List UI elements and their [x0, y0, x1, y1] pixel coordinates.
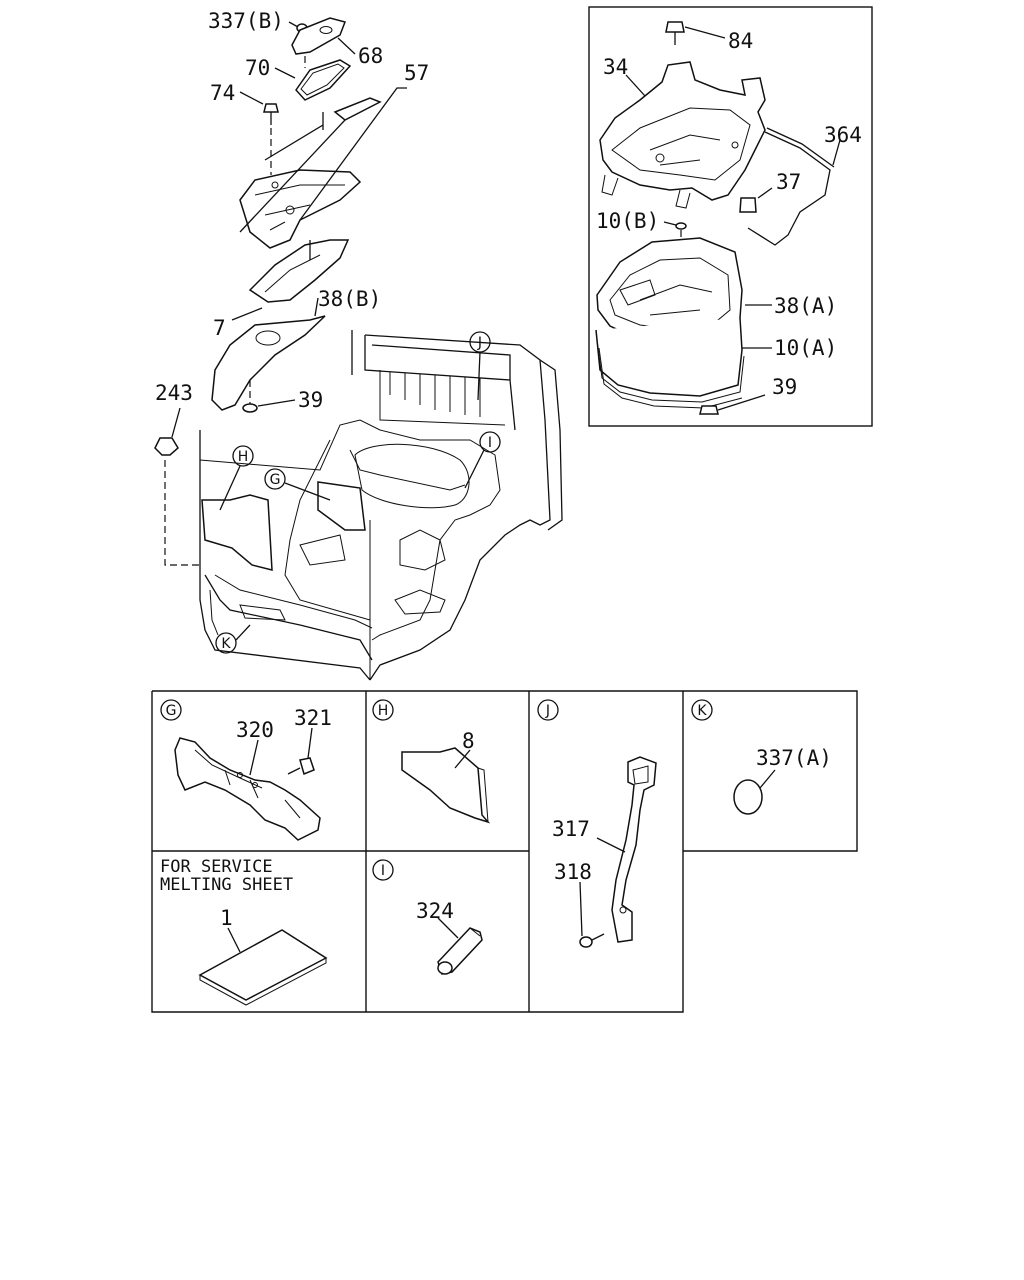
panel-h: H 8: [372, 699, 491, 824]
inset-spare-tire-view: 84 34 364 37 10(B) 38(A) 10(A) 39: [588, 6, 873, 427]
svg-text:G: G: [270, 472, 281, 488]
main-exploded-view: 337(B) 68 70 57 74 7 38(B) 243 39 J I H …: [154, 9, 563, 681]
part-84-bolt: [665, 21, 726, 45]
floor-sheet-h: [201, 494, 273, 571]
part-320: [174, 737, 321, 841]
part-321-screw: [287, 757, 315, 776]
part-364-cable: [747, 131, 831, 246]
callout-8: 8: [462, 729, 475, 753]
callout-68: 68: [358, 44, 383, 68]
vehicle-floor-body: [199, 330, 563, 681]
part-68-hole: [319, 26, 333, 34]
svg-text:H: H: [238, 449, 249, 465]
part-318-screw: [579, 933, 605, 948]
svg-text:I: I: [488, 435, 492, 451]
part-37: [739, 187, 773, 213]
inset-frame: [588, 6, 873, 427]
callout-337b: 337(B): [208, 9, 284, 33]
part-10a: [595, 317, 743, 397]
service-note-line2: MELTING SHEET: [160, 875, 293, 895]
part-38b-hole: [255, 330, 281, 346]
panel-j: J 317 318: [537, 699, 657, 948]
callout-337a: 337(A): [756, 746, 832, 770]
callout-321: 321: [294, 706, 332, 730]
part-57-panel: [239, 169, 362, 249]
svg-text:J: J: [477, 335, 482, 351]
panel-h-ref: H: [378, 703, 389, 719]
callout-39-inset: 39: [772, 375, 797, 399]
part-317: [611, 756, 657, 943]
ref-circle-i: I: [464, 431, 501, 489]
callout-10b: 10(B): [596, 209, 659, 233]
part-39-clip: [242, 380, 258, 413]
callout-38a: 38(A): [774, 294, 837, 318]
part-70: [295, 59, 352, 101]
callout-84: 84: [728, 29, 753, 53]
service-note-line1: FOR SERVICE: [160, 857, 273, 877]
panel-j-ref: J: [545, 703, 550, 719]
callout-37: 37: [776, 170, 801, 194]
callout-1: 1: [220, 906, 233, 930]
callout-324: 324: [416, 899, 454, 923]
part-38b: [211, 315, 326, 411]
svg-text:K: K: [221, 636, 231, 652]
ref-circle-k: K: [215, 624, 251, 654]
part-243-grommet: [154, 437, 200, 566]
part-68: [291, 17, 346, 55]
callout-7: 7: [213, 316, 226, 340]
callout-243: 243: [155, 381, 193, 405]
panel-k-ref: K: [697, 703, 707, 719]
panel-i-ref: I: [381, 863, 385, 879]
detail-panels: G 320 321 H 8 J: [151, 690, 858, 1013]
part-39-inset: [699, 394, 766, 415]
panel-k: K 337(A): [691, 699, 832, 815]
part-1-melting-sheet: [198, 929, 328, 1001]
ref-circle-g: G: [264, 468, 331, 501]
callout-57: 57: [404, 61, 429, 85]
ref-circle-j: J: [469, 331, 491, 401]
floor-bracket-g: [317, 481, 366, 531]
callout-38b: 38(B): [318, 287, 381, 311]
callout-70: 70: [245, 56, 270, 80]
panel-service: FOR SERVICE MELTING SHEET 1: [160, 857, 328, 1006]
callout-317: 317: [552, 817, 590, 841]
ref-circle-h: H: [219, 445, 254, 511]
callout-74: 74: [210, 81, 235, 105]
callout-34: 34: [603, 55, 628, 79]
callout-10a: 10(A): [774, 336, 837, 360]
part-34: [599, 61, 766, 201]
part-74-bolt: [263, 103, 279, 125]
part-57-clip: [333, 97, 382, 121]
part-7: [248, 239, 350, 303]
part-337a: [733, 779, 763, 815]
callout-364: 364: [824, 123, 862, 147]
panel-g: G 320 321: [160, 699, 332, 841]
panel-g-ref: G: [166, 703, 177, 719]
callout-320: 320: [236, 718, 274, 742]
callout-318: 318: [554, 860, 592, 884]
callout-39: 39: [298, 388, 323, 412]
part-8: [401, 747, 491, 824]
panel-i: I 324: [372, 859, 483, 975]
